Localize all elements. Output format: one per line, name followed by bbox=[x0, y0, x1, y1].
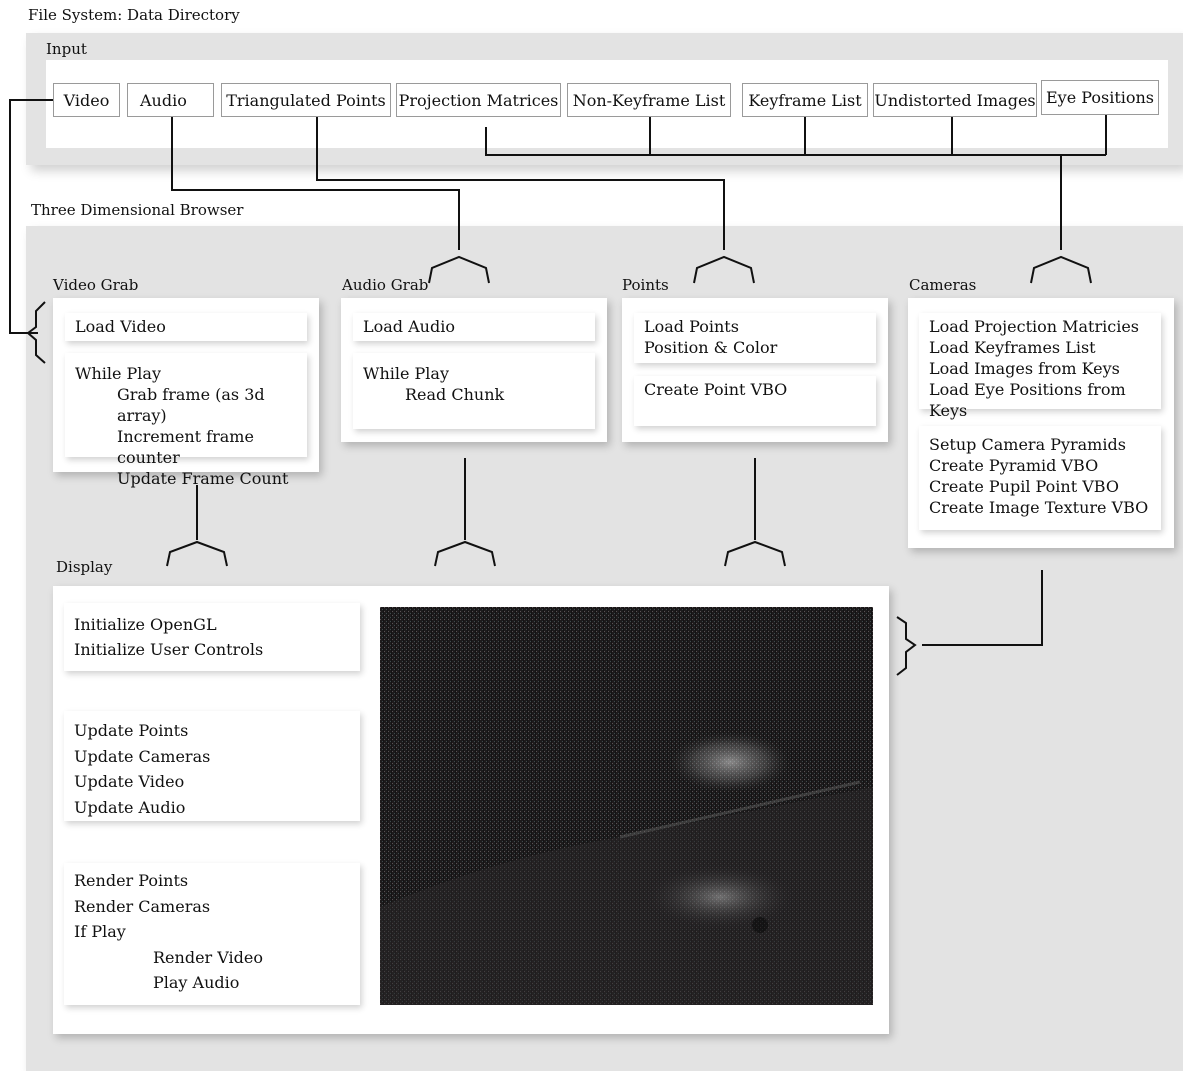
brace-video-grab bbox=[26, 301, 46, 364]
step-text: Update Frame Count bbox=[117, 469, 289, 488]
step-text: Increment frame counter bbox=[117, 427, 254, 467]
display-update-text: Update Points bbox=[74, 721, 189, 740]
cameras-setup-text: Create Pyramid VBO bbox=[929, 456, 1099, 475]
connector-audio bbox=[171, 117, 460, 250]
cameras-setup-text: Setup Camera Pyramids bbox=[929, 435, 1126, 454]
audio-grab-while-play: While Play Read Chunk bbox=[353, 353, 595, 429]
brace-display-cameras bbox=[896, 616, 917, 676]
cameras-load-text: Load Projection Matricies bbox=[929, 317, 1140, 336]
video-grab-load: Load Video bbox=[65, 313, 307, 341]
point-cloud-image bbox=[380, 607, 873, 1005]
display-render-text: Render Video bbox=[153, 947, 263, 967]
brace-display-points bbox=[724, 540, 786, 567]
display-render: Render Points Render Cameras If Play Ren… bbox=[64, 863, 360, 1005]
audio-grab-label: Audio Grab bbox=[342, 276, 429, 294]
points-label: Points bbox=[622, 276, 669, 294]
input-eye-positions: Eye Positions bbox=[1041, 80, 1159, 115]
browser-label: Three Dimensional Browser bbox=[31, 201, 244, 219]
display-render-text: Render Points bbox=[74, 871, 189, 890]
display-render-preview bbox=[380, 607, 873, 1005]
audio-grab-load: Load Audio bbox=[353, 313, 595, 341]
display-update: Update Points Update Cameras Update Vide… bbox=[64, 711, 360, 821]
display-label: Display bbox=[56, 558, 113, 576]
connector-points bbox=[316, 117, 725, 250]
points-load-text: Position & Color bbox=[644, 338, 778, 357]
input-non-keyframe-list: Non-Keyframe List bbox=[567, 83, 731, 117]
cameras-load-text: Load Eye Positions from Keys bbox=[929, 380, 1126, 420]
display-update-text: Update Video bbox=[74, 772, 185, 791]
cameras-label: Cameras bbox=[909, 276, 977, 294]
display-init-text: Initialize OpenGL bbox=[74, 615, 217, 634]
cameras-setup: Setup Camera Pyramids Create Pyramid VBO… bbox=[919, 426, 1161, 530]
input-audio: Audio bbox=[127, 83, 214, 117]
connector-cameras-display bbox=[922, 570, 1043, 646]
cameras-setup-text: Create Image Texture VBO bbox=[929, 498, 1149, 517]
brace-display-video bbox=[166, 540, 228, 567]
while-play-text: While Play bbox=[363, 364, 449, 383]
points-load: Load Points Position & Color bbox=[634, 313, 876, 363]
input-keyframe-list: Keyframe List bbox=[742, 83, 868, 117]
display-render-text: Render Cameras bbox=[74, 896, 211, 916]
connector-video bbox=[9, 99, 53, 334]
display-init: Initialize OpenGL Initialize User Contro… bbox=[64, 603, 360, 671]
step-text: Grab frame (as 3d array) bbox=[117, 385, 265, 425]
input-triangulated-points: Triangulated Points bbox=[221, 83, 391, 117]
brace-points bbox=[693, 255, 755, 284]
cameras-load-text: Load Keyframes List bbox=[929, 338, 1096, 357]
brace-display-audio bbox=[434, 540, 496, 567]
connector-camera-drops bbox=[649, 115, 1107, 155]
page-title: File System: Data Directory bbox=[28, 6, 240, 24]
video-grab-while-play: While Play Grab frame (as 3d array) Incr… bbox=[65, 353, 307, 488]
display-render-text: If Play bbox=[74, 922, 126, 941]
brace-cameras bbox=[1030, 255, 1092, 284]
brace-audio-grab bbox=[428, 255, 490, 284]
connector-camera-bus bbox=[485, 127, 1106, 156]
input-projection-matrices: Projection Matrices bbox=[396, 83, 561, 117]
video-grab-label: Video Grab bbox=[53, 276, 139, 294]
input-video: Video bbox=[53, 83, 120, 117]
display-update-text: Update Cameras bbox=[74, 746, 211, 766]
input-undistorted-images: Undistorted Images bbox=[873, 83, 1037, 117]
cameras-load-text: Load Images from Keys bbox=[929, 359, 1120, 378]
input-label: Input bbox=[46, 40, 87, 58]
display-update-text: Update Audio bbox=[74, 797, 186, 817]
cameras-load: Load Projection Matricies Load Keyframes… bbox=[919, 313, 1161, 420]
step-text: Read Chunk bbox=[405, 385, 505, 404]
cameras-setup-text: Create Pupil Point VBO bbox=[929, 477, 1119, 496]
display-render-text: Play Audio bbox=[153, 973, 240, 992]
display-init-text: Initialize User Controls bbox=[74, 640, 264, 659]
points-create-vbo: Create Point VBO bbox=[634, 376, 876, 426]
while-play-text: While Play bbox=[75, 364, 161, 383]
points-load-text: Load Points bbox=[644, 317, 739, 336]
